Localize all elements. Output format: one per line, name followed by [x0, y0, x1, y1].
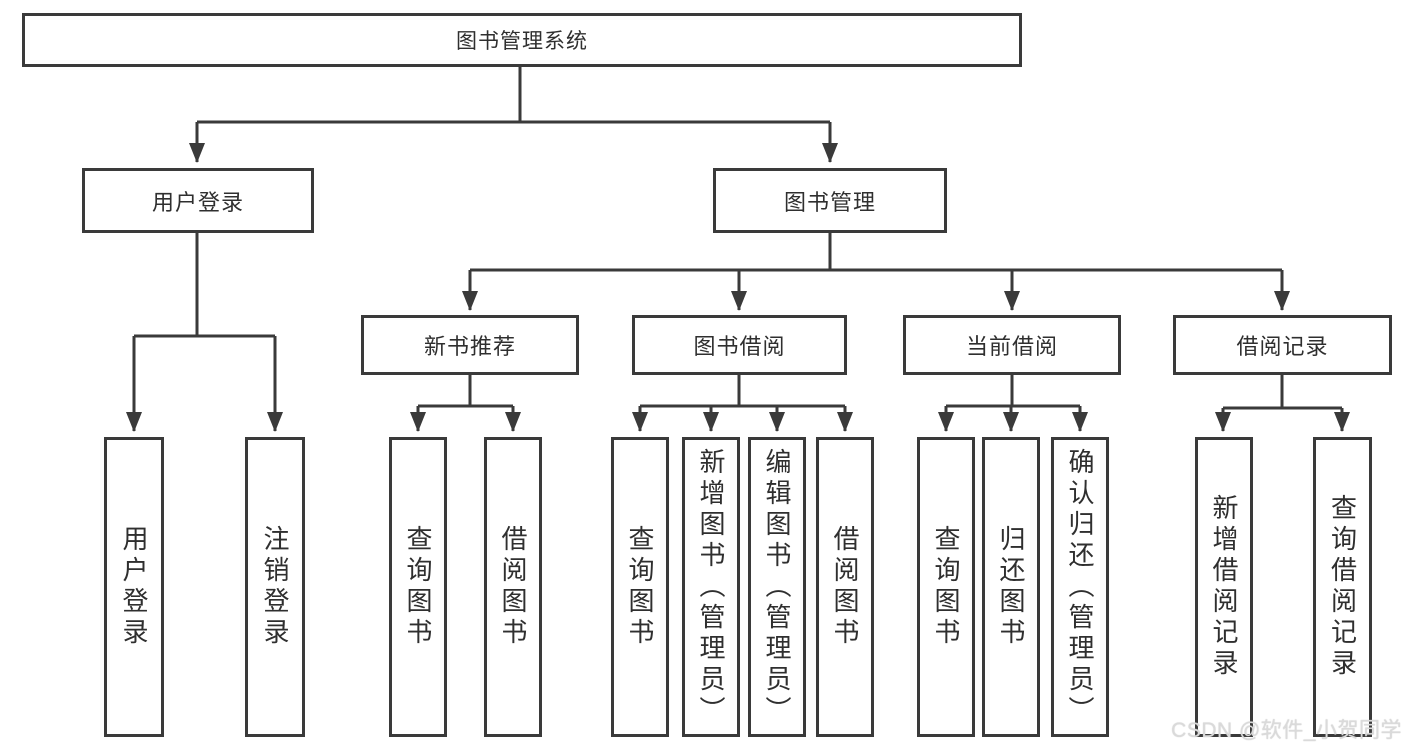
node-current-borrowing-label: 当前借阅: [965, 334, 1058, 359]
node-book-management-label: 图书管理: [783, 189, 876, 215]
leaf-borrowing-borrow-books: 借阅图书: [816, 437, 874, 737]
node-new-book-recommend-label: 新书推荐: [423, 334, 516, 359]
leaf-newbooks-query-books-label: 查询图书: [403, 525, 433, 649]
leaf-current-query-books: 查询图书: [917, 437, 975, 737]
leaf-records-add-record: 新增借阅记录: [1195, 437, 1253, 737]
node-current-borrowing: 当前借阅: [903, 315, 1121, 375]
leaf-borrowing-query-books-label: 查询图书: [625, 525, 655, 649]
leaf-records-add-record-label: 新增借阅记录: [1209, 494, 1239, 680]
node-new-book-recommend: 新书推荐: [361, 315, 579, 375]
leaf-current-return-books-label: 归还图书: [996, 525, 1026, 649]
node-user-login-label: 用户登录: [151, 189, 244, 215]
leaf-current-query-books-label: 查询图书: [931, 525, 961, 649]
watermark: CSDN @软件_小贺同学: [1171, 719, 1402, 742]
leaf-newbooks-borrow-books: 借阅图书: [484, 437, 542, 737]
leaf-borrowing-edit-books-admin: 编辑图书（管理员）: [748, 437, 806, 737]
node-root: 图书管理系统: [22, 13, 1022, 67]
leaf-records-query-record-label: 查询借阅记录: [1327, 494, 1358, 680]
leaf-logout: 注销登录: [245, 437, 305, 737]
node-book-borrowing: 图书借阅: [632, 315, 847, 375]
node-book-borrowing-label: 图书借阅: [693, 334, 786, 359]
leaf-user-login: 用户登录: [104, 437, 164, 737]
leaf-newbooks-query-books: 查询图书: [389, 437, 447, 737]
leaf-current-return-books: 归还图书: [982, 437, 1040, 737]
node-borrow-records: 借阅记录: [1173, 315, 1392, 375]
leaf-user-login-label: 用户登录: [119, 525, 149, 649]
leaf-borrowing-add-books-admin-label: 新增图书（管理员）: [696, 447, 726, 727]
leaf-logout-label: 注销登录: [260, 525, 290, 649]
leaf-borrowing-query-books: 查询图书: [611, 437, 669, 737]
node-book-management: 图书管理: [713, 168, 947, 233]
leaf-current-confirm-return-admin: 确认归还（管理员）: [1051, 437, 1109, 737]
leaf-current-confirm-return-admin-label: 确认归还（管理员）: [1065, 447, 1095, 727]
leaf-borrowing-edit-books-admin-label: 编辑图书（管理员）: [762, 447, 792, 727]
leaf-records-query-record: 查询借阅记录: [1313, 437, 1372, 737]
leaf-newbooks-borrow-books-label: 借阅图书: [498, 525, 528, 649]
leaf-borrowing-borrow-books-label: 借阅图书: [830, 525, 860, 649]
node-root-label: 图书管理系统: [456, 30, 588, 53]
node-user-login: 用户登录: [82, 168, 314, 233]
leaf-borrowing-add-books-admin: 新增图书（管理员）: [682, 437, 740, 737]
node-borrow-records-label: 借阅记录: [1236, 334, 1329, 359]
